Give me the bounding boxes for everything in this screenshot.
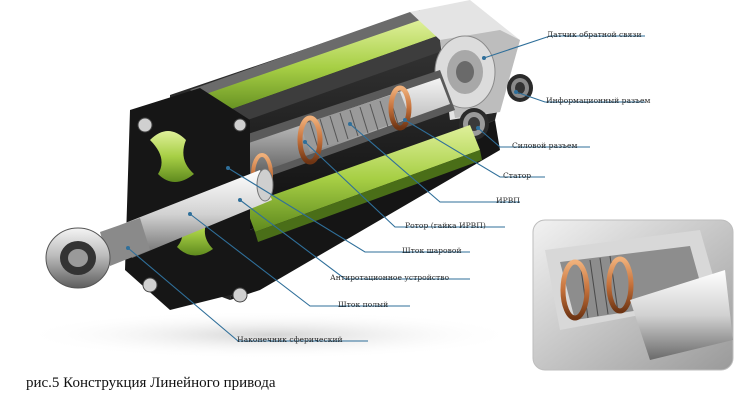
info-connector <box>507 74 533 102</box>
leader-lines <box>127 35 645 342</box>
label-stator: Статор <box>503 171 532 180</box>
label-feedback-sensor: Датчик обратной связи <box>547 30 642 39</box>
label-anti-rotation: Антиротационное устройство <box>330 273 450 282</box>
label-irvp: ИРВП <box>496 196 520 205</box>
label-ball-screw: Шток шаровой <box>402 246 462 255</box>
floor-shadow <box>20 311 520 359</box>
label-spherical-tip: Наконечник сферический <box>237 335 343 344</box>
label-hollow-rod: Шток полый <box>338 300 389 309</box>
label-info-connector: Информационный разъем <box>546 96 651 105</box>
spherical-rod-end <box>45 218 150 289</box>
label-rotor: Ротор (гайка ИРВП) <box>405 221 486 230</box>
feedback-sensor-housing <box>410 0 520 120</box>
figure-caption: рис.5 Конструкция Линейного привода <box>26 375 276 391</box>
leader-dots <box>126 56 518 250</box>
label-power-connector: Силовой разъем <box>512 141 578 150</box>
inset-detail-rotor <box>532 219 734 371</box>
